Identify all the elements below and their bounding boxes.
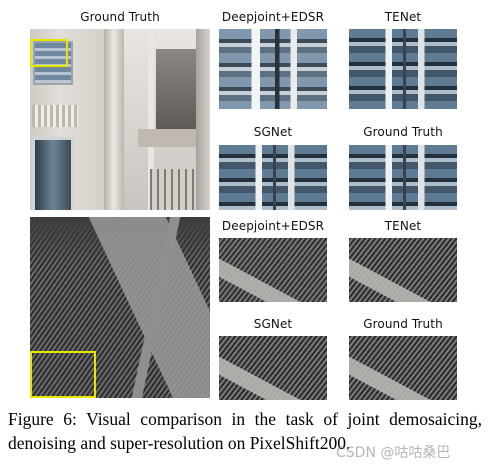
crop-bottom-deepjoint-edsr [219, 238, 327, 302]
crop-label-bottom-2: TENet [384, 219, 422, 233]
top-main-label: Ground Truth [80, 10, 160, 24]
crop-label-top-1: Deepjoint+EDSR [221, 10, 325, 24]
crop-bottom-sgnet [219, 336, 327, 400]
figure-caption: Figure 6: Visual comparison in the task … [8, 409, 482, 453]
crop-label-bottom-1: Deepjoint+EDSR [221, 219, 325, 233]
crop-highlight-box-bottom [30, 351, 96, 398]
crop-label-top-4: Ground Truth [363, 125, 443, 139]
crop-top-ground-truth [349, 145, 457, 210]
crop-top-sgnet [219, 145, 327, 210]
crop-label-bottom-3: SGNet [253, 317, 293, 331]
crop-label-bottom-4: Ground Truth [363, 317, 443, 331]
crop-label-top-3: SGNet [253, 125, 293, 139]
crop-bottom-tenet [349, 238, 457, 302]
building-photo-top [30, 29, 210, 210]
crop-highlight-box-top [30, 39, 68, 67]
crop-top-deepjoint-edsr [219, 29, 327, 109]
crop-label-top-2: TENet [384, 10, 422, 24]
watermark: CSDN @咕咕桑巴 [336, 445, 451, 461]
diagonal-photo-bottom [30, 217, 210, 398]
crop-top-tenet [349, 29, 457, 109]
crop-bottom-ground-truth [349, 336, 457, 400]
